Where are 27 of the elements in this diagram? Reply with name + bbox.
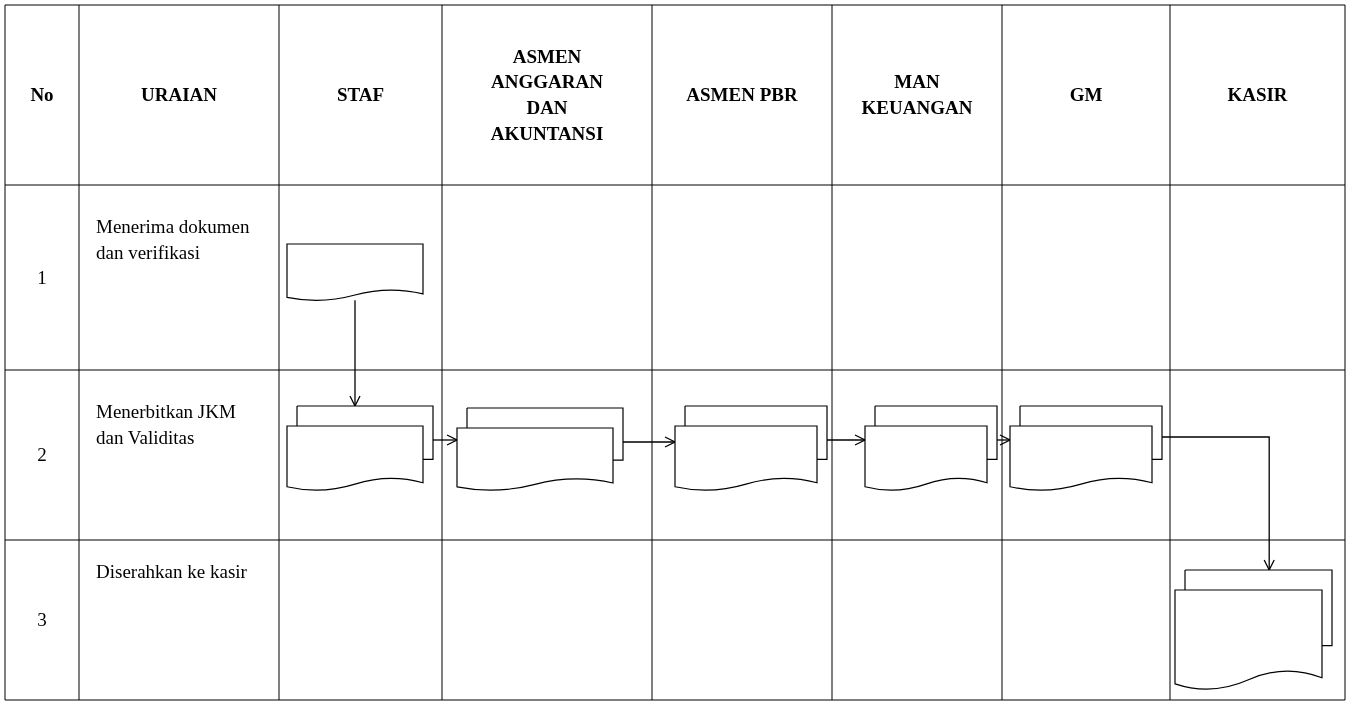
arrow: [996, 434, 1011, 446]
column-header: KASIR: [1227, 83, 1288, 108]
document-symbol: [287, 244, 423, 302]
multi-document-symbol: [287, 406, 433, 492]
row-number: 3: [37, 608, 47, 633]
multi-document-symbol: [1010, 406, 1162, 492]
arrow: [432, 434, 458, 446]
multi-document-symbol: [457, 408, 623, 492]
multi-document-symbol: [865, 406, 997, 492]
column-header: STAF: [336, 83, 385, 108]
column-header: MAN KEUANGAN: [860, 70, 974, 120]
arrow: [349, 299, 361, 407]
multi-document-symbol: [1175, 570, 1332, 692]
multi-document-symbol: [675, 406, 827, 492]
row-description: Menerima dokumen dan verifikasi: [96, 215, 251, 265]
row-description: Menerbitkan JKM dan Validitas: [96, 400, 237, 450]
row-number: 1: [37, 265, 47, 290]
row-number: 2: [37, 443, 47, 468]
column-header: ASMEN PBR: [686, 83, 798, 108]
arrow: [826, 434, 866, 446]
column-header: No: [30, 83, 54, 108]
row-description: Diserahkan ke kasir: [96, 560, 247, 584]
arrow: [622, 436, 676, 448]
column-header: GM: [1069, 83, 1103, 108]
column-header: URAIAN: [141, 83, 217, 108]
arrow: [1161, 436, 1275, 571]
column-header: ASMEN ANGGARAN DAN AKUNTANSI: [489, 44, 605, 146]
